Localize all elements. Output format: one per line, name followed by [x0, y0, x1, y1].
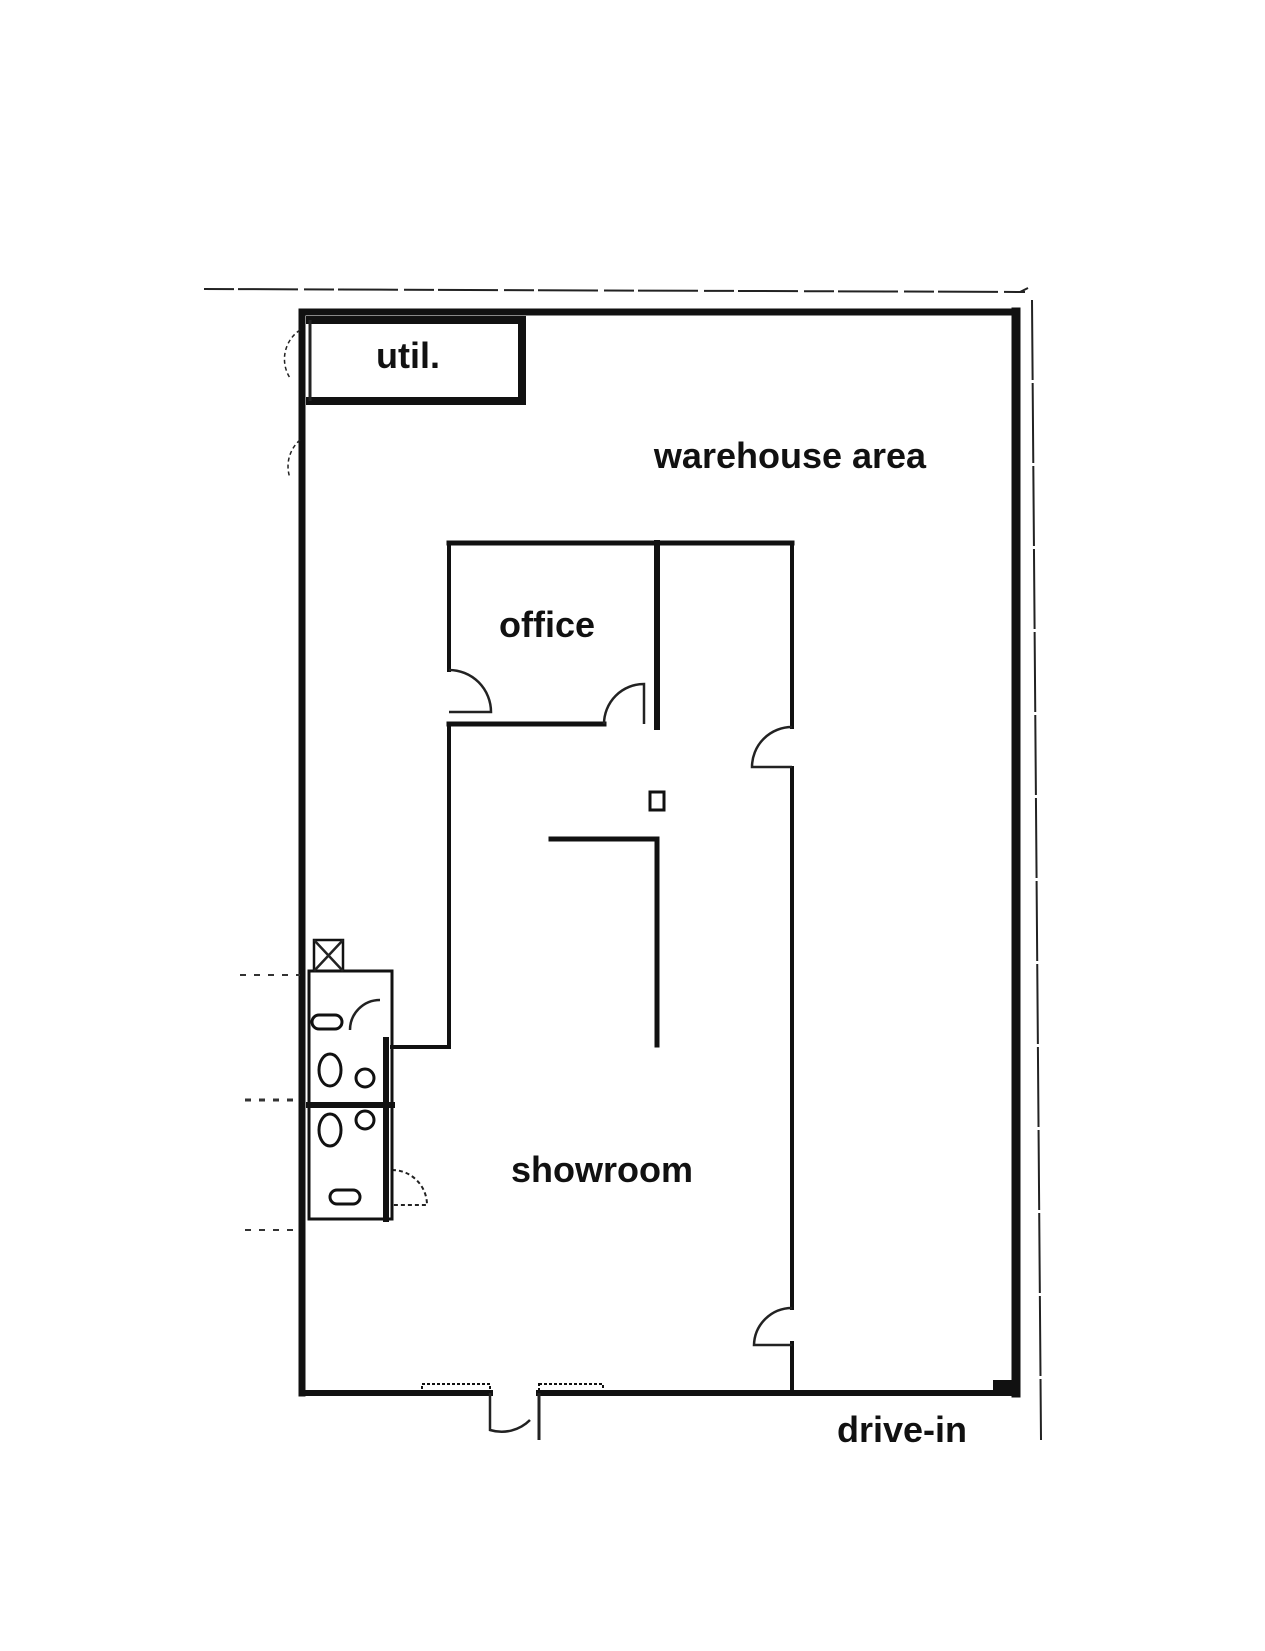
interior-walls: [390, 540, 795, 1395]
sink-icon: [354, 1109, 376, 1131]
sink-icon: [354, 1067, 376, 1089]
room-label-util: util.: [376, 335, 440, 376]
restrooms: [240, 938, 395, 1231]
toilet-icon: [317, 1112, 343, 1148]
util-room: [283, 316, 526, 479]
mechanical-shaft-icon: [312, 938, 345, 973]
grab-bar-icon: [310, 1013, 344, 1031]
exterior-walls: [298, 307, 1021, 1398]
room-label-office: office: [499, 604, 595, 645]
toilet-icon: [317, 1052, 343, 1088]
property-lines: [203, 287, 1042, 1441]
doors: [391, 668, 793, 1440]
room-label-warehouse: warehouse area: [653, 435, 927, 476]
grab-bar-icon: [328, 1188, 362, 1206]
storefront-windows: [421, 1383, 604, 1392]
label-drive-in: drive-in: [837, 1409, 967, 1450]
room-label-showroom: showroom: [511, 1149, 693, 1190]
